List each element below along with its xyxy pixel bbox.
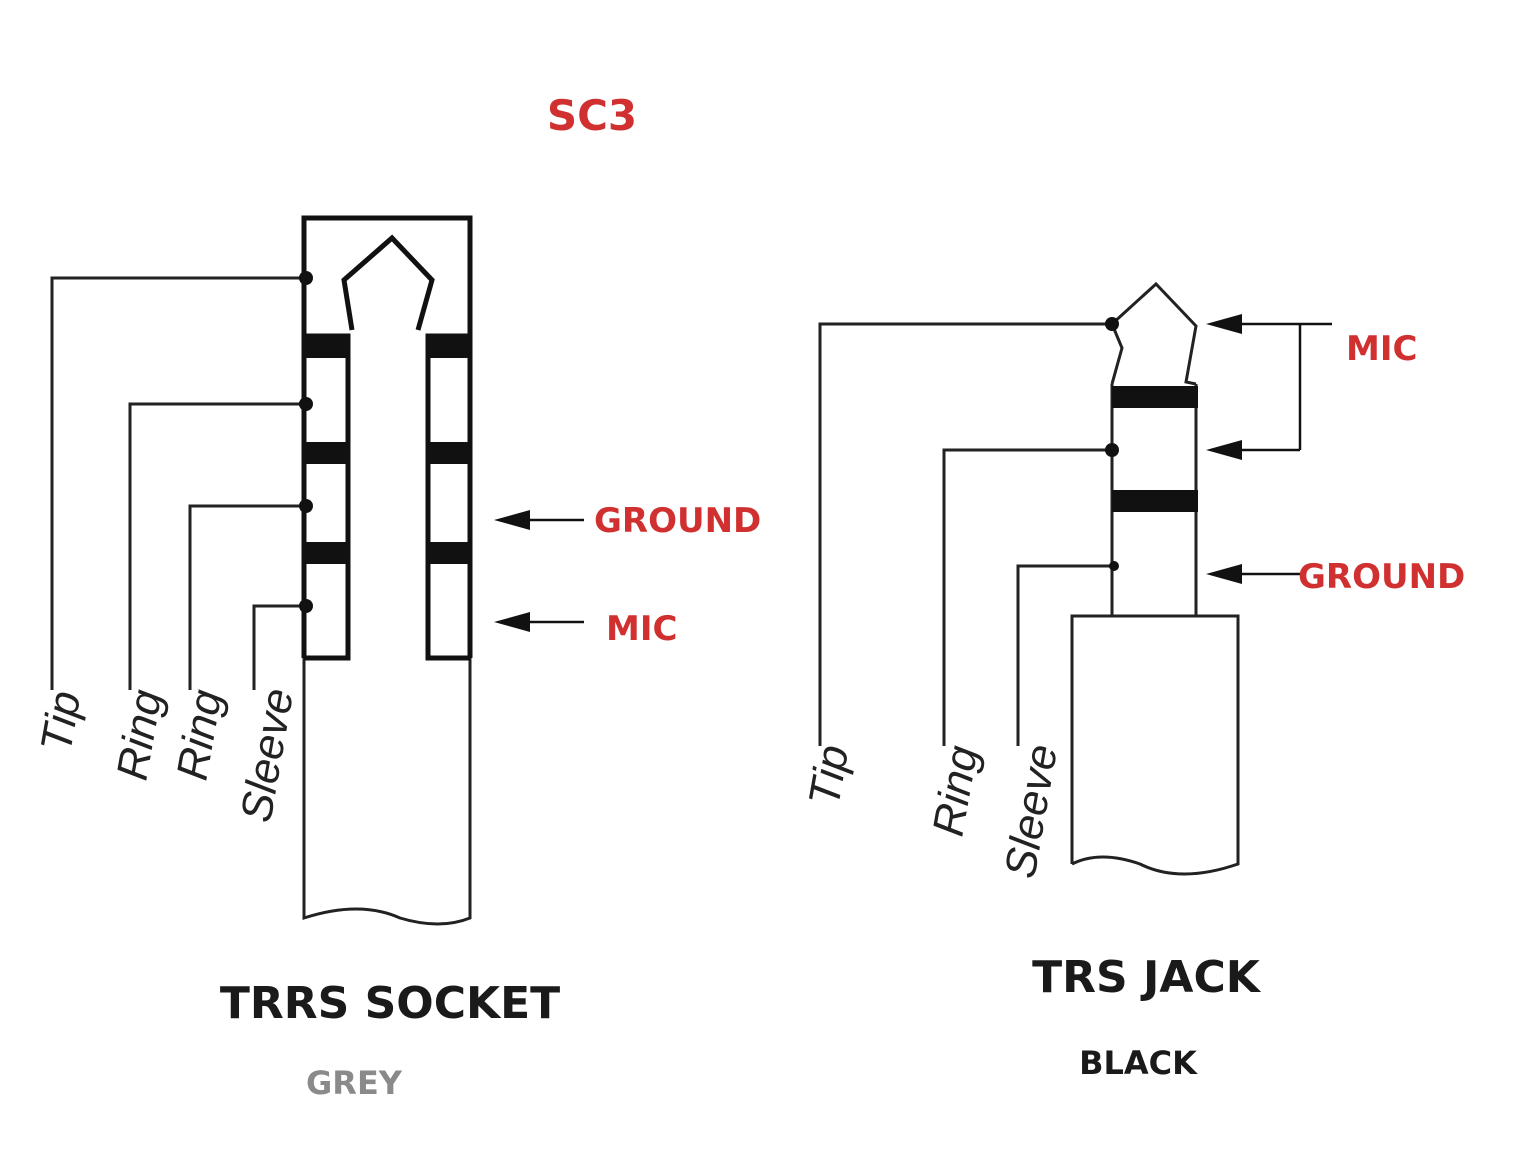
socket-right-column [425,333,470,661]
jack-ground-arrow-head [1206,564,1242,584]
socket-junction-dot [299,397,313,411]
socket-ground-arrow-head [494,510,530,530]
jack-pin-label-sleeve: Sleeve [996,741,1068,882]
socket-pin-label-ring2: Ring [168,686,232,784]
jack-handle [1070,614,1240,876]
jack-caption: TRS JACK [1032,952,1262,1003]
socket-junction-dot [299,499,313,513]
jack-wire-tip [818,322,1112,746]
socket-pin-label-tip: Tip [32,687,91,755]
socket-caption: TRRS SOCKET [220,978,560,1029]
socket-mic-arrow-head [494,612,530,632]
jack-color-label: BLACK [1079,1044,1198,1082]
socket-band [304,442,350,464]
socket-wire-ring1 [128,402,306,690]
diagram-title: SC3 [547,91,637,140]
socket-ground-label: GROUND [594,501,761,541]
socket-pin-label-ring1: Ring [108,686,172,784]
socket-wire-tip [50,276,306,690]
jack-pin-label-tip: Tip [800,741,859,809]
jack-junction-dot [1105,317,1119,331]
jack-ground-label: GROUND [1298,557,1465,597]
socket-junction-dot [299,271,313,285]
jack-wire-sleeve [1016,564,1114,746]
socket-color-label: GREY [306,1064,403,1102]
jack-pin-label-ring: Ring [924,742,988,840]
jack-junction-dot [1109,561,1119,571]
socket-body [302,658,472,926]
jack-mic-label: MIC [1346,329,1417,369]
socket-band [304,336,350,358]
socket-wire-sleeve [252,604,306,690]
jack-mic-arrow-bottom-head [1206,440,1242,460]
socket-housing [301,215,473,658]
socket-band [426,336,472,358]
jack-mic-arrow-top-head [1206,314,1242,334]
jack-tip [1110,281,1198,386]
jack-band [1112,386,1198,408]
jack-band [1112,490,1198,512]
socket-junction-dot [299,599,313,613]
trrs-socket: Tip Ring Ring Sleeve GROUND MIC TRRS SOC… [32,215,761,1102]
jack-junction-dot [1105,443,1119,457]
socket-tip-contact [341,234,435,331]
socket-band [304,542,350,564]
socket-band [426,442,472,464]
trs-jack: Tip Ring Sleeve MIC GROUND TRS JACK BLAC… [800,281,1465,1082]
jack-wire-ring [942,448,1112,746]
socket-wire-ring2 [188,504,306,690]
jack-tip-left [1110,323,1124,385]
socket-band [426,542,472,564]
socket-mic-label: MIC [606,609,677,649]
socket-pin-label-sleeve: Sleeve [232,685,304,826]
